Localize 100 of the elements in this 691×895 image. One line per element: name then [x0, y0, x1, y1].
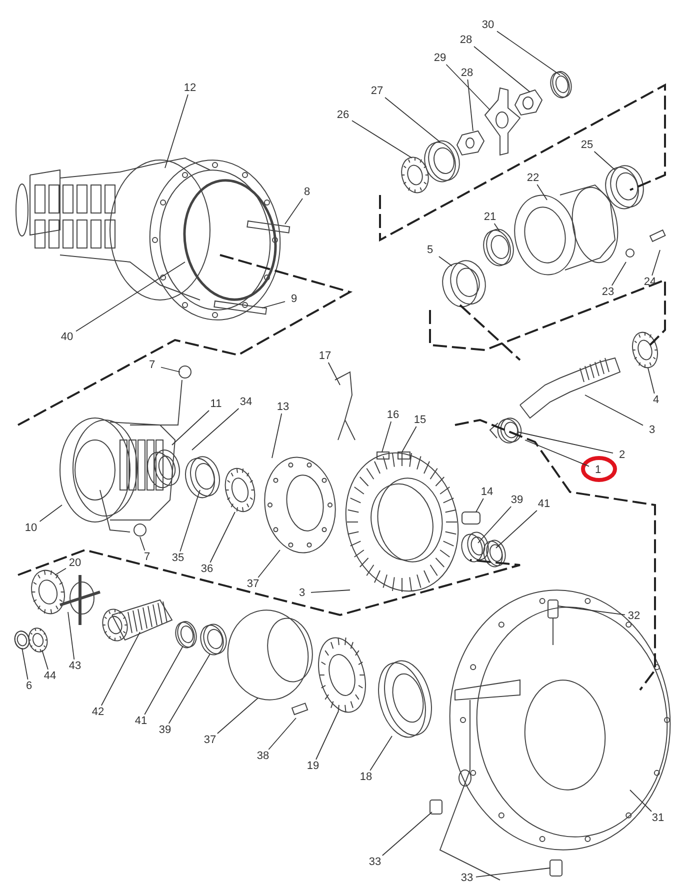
callout-number: 7: [143, 358, 161, 372]
leader-line: [438, 256, 452, 266]
callout-number: 42: [89, 706, 107, 718]
leader-line: [268, 718, 296, 750]
callout-number: 13: [274, 400, 292, 414]
leader-line: [180, 490, 200, 552]
callout-number: 28: [458, 66, 476, 80]
leader-line: [262, 301, 286, 308]
leader-line: [630, 790, 652, 812]
leader-line: [536, 184, 548, 200]
callout-number: 16: [384, 408, 402, 422]
callout-number: 40: [58, 330, 76, 344]
leader-line: [172, 410, 210, 446]
callout-number: 8: [298, 186, 316, 198]
leader-line: [467, 79, 474, 132]
leader-line: [494, 223, 500, 232]
callout-number: 29: [431, 52, 449, 64]
leader-line: [68, 612, 75, 660]
callout-number: 12: [181, 82, 199, 94]
callout-number: 36: [198, 562, 216, 576]
callout-number: 11: [207, 398, 225, 410]
callout-number: 38: [254, 750, 272, 762]
callout-number: 28: [457, 34, 475, 46]
callout-number: 21: [481, 210, 499, 224]
leader-line: [402, 426, 417, 452]
leader-line: [39, 504, 62, 522]
leader-line: [611, 262, 626, 286]
callout-number: 43: [66, 660, 84, 672]
callout-number: 2: [613, 448, 631, 462]
callout-number: 1: [589, 464, 607, 476]
callout-number: 22: [524, 172, 542, 184]
leader-line: [594, 151, 616, 170]
callout-number: 39: [156, 724, 174, 736]
leader-line: [258, 550, 280, 578]
leader-line: [140, 536, 146, 551]
leader-line: [164, 94, 188, 168]
callout-number: 24: [641, 276, 659, 288]
leader-line: [42, 650, 48, 670]
callout-number: 23: [599, 286, 617, 298]
callout-number: 5: [421, 244, 439, 256]
leader-line: [446, 64, 490, 110]
callout-number: 19: [304, 760, 322, 772]
leader-line: [310, 590, 350, 593]
leader-line: [518, 432, 614, 454]
leader-line: [168, 654, 210, 724]
leader-line: [328, 362, 340, 386]
leader-line: [272, 413, 282, 458]
leader-line: [652, 250, 660, 276]
leader-line: [284, 198, 303, 224]
callout-number: 33: [366, 856, 384, 868]
callout-number: 25: [578, 138, 596, 152]
leader-line: [478, 506, 512, 544]
callout-number: 31: [649, 812, 667, 824]
leader-line: [22, 648, 28, 680]
callout-number: 34: [237, 396, 255, 408]
callout-number: 33: [458, 872, 476, 884]
callout-number: 15: [411, 414, 429, 426]
leader-line: [352, 120, 412, 158]
callout-number: 20: [66, 556, 84, 570]
leader-line: [76, 262, 186, 332]
leader-line: [54, 568, 66, 576]
leader-line: [558, 606, 626, 616]
callout-number: 39: [508, 494, 526, 506]
callout-number: 7: [138, 550, 156, 564]
callout-number: 44: [41, 670, 59, 682]
leader-line: [160, 366, 180, 372]
leader-line: [382, 421, 392, 452]
callout-number: 30: [479, 18, 497, 32]
callout-number: 3: [293, 586, 311, 600]
callout-number: 4: [647, 394, 665, 406]
callout-number: 18: [357, 770, 375, 784]
leader-line: [370, 736, 392, 771]
leader-line: [476, 868, 550, 878]
leader-line: [192, 408, 240, 450]
leader-line: [496, 30, 560, 76]
callout-number: 37: [201, 734, 219, 746]
callout-number: 41: [132, 714, 150, 728]
leader-line: [476, 498, 484, 512]
callout-number: 9: [285, 292, 303, 306]
callout-number: 35: [169, 552, 187, 564]
callout-number: 14: [478, 486, 496, 498]
leader-line: [100, 632, 140, 706]
leader-line: [210, 512, 236, 563]
callout-number: 26: [334, 108, 352, 122]
callout-number: 27: [368, 84, 386, 98]
callout-number: 41: [535, 498, 553, 510]
callout-number: 10: [22, 522, 40, 534]
callout-number: 3: [643, 424, 661, 436]
callout-number: 32: [625, 610, 643, 622]
leader-line: [144, 646, 184, 715]
leader-line: [382, 812, 432, 856]
callout-number: 6: [20, 680, 38, 692]
callout-number: 17: [316, 350, 334, 362]
leader-line: [584, 394, 644, 426]
leader-line: [216, 698, 258, 734]
leader-line: [474, 46, 530, 92]
callout-number: 37: [244, 578, 262, 590]
leader-line: [524, 440, 590, 467]
leader-line: [496, 510, 538, 548]
leader-line: [384, 97, 440, 142]
